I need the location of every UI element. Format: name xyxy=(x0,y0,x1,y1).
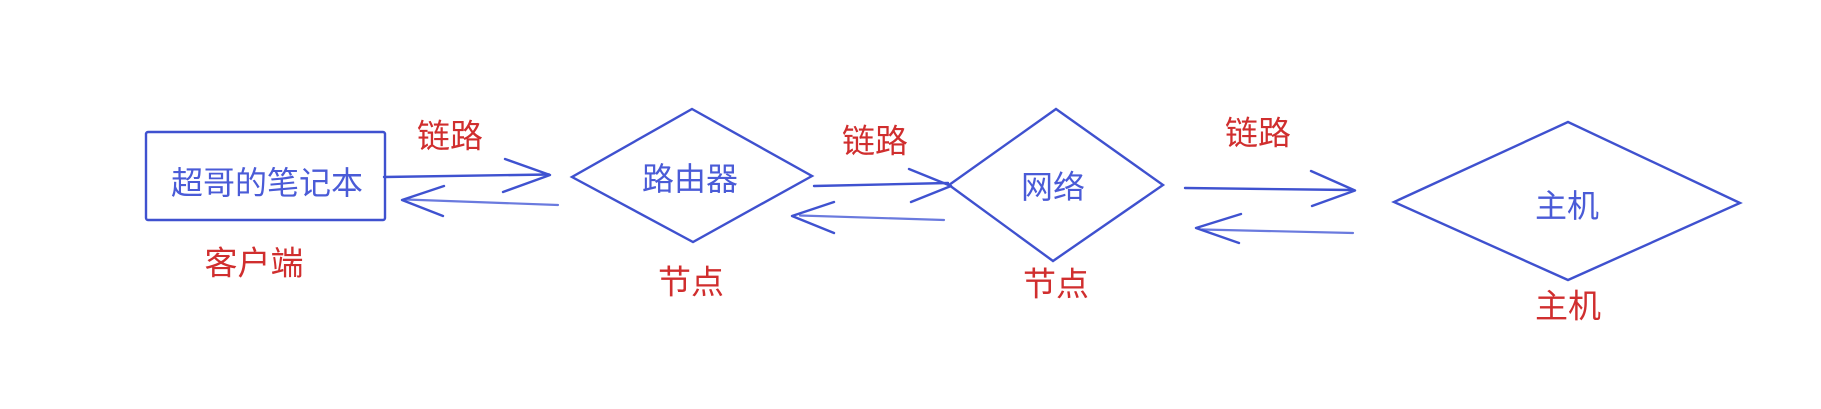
router-node: 路由器 节点 xyxy=(569,107,815,301)
edge-client-router: 链路 xyxy=(382,118,560,218)
host-node-diamond xyxy=(1391,120,1743,282)
client-node-label: 超哥的笔记本 xyxy=(171,165,363,201)
network-node-diamond xyxy=(946,107,1166,263)
arrow-left-2 xyxy=(790,200,946,235)
link-label-3: 链路 xyxy=(1225,115,1291,152)
host-node-label: 主机 xyxy=(1535,188,1599,224)
host-annotation: 主机 xyxy=(1535,288,1601,325)
arrow-left-1 xyxy=(400,184,560,218)
arrow-left-3 xyxy=(1194,212,1355,245)
edge-network-host: 链路 xyxy=(1183,115,1357,245)
arrow-right-3 xyxy=(1183,169,1357,208)
router-node-label: 路由器 xyxy=(642,161,738,197)
router-annotation: 节点 xyxy=(658,264,724,301)
network-annotation: 节点 xyxy=(1023,266,1089,303)
host-node: 主机 主机 xyxy=(1391,120,1743,325)
arrow-right-2 xyxy=(812,167,953,204)
network-node: 网络 节点 xyxy=(946,107,1166,303)
link-label-1: 链路 xyxy=(417,118,483,155)
arrow-right-1 xyxy=(382,157,552,194)
client-node: 超哥的笔记本 客户端 xyxy=(144,130,387,282)
client-annotation: 客户端 xyxy=(205,245,304,282)
network-node-label: 网络 xyxy=(1021,169,1085,205)
edge-router-network: 链路 xyxy=(790,123,953,235)
link-label-2: 链路 xyxy=(842,123,908,160)
router-node-diamond xyxy=(569,107,815,244)
